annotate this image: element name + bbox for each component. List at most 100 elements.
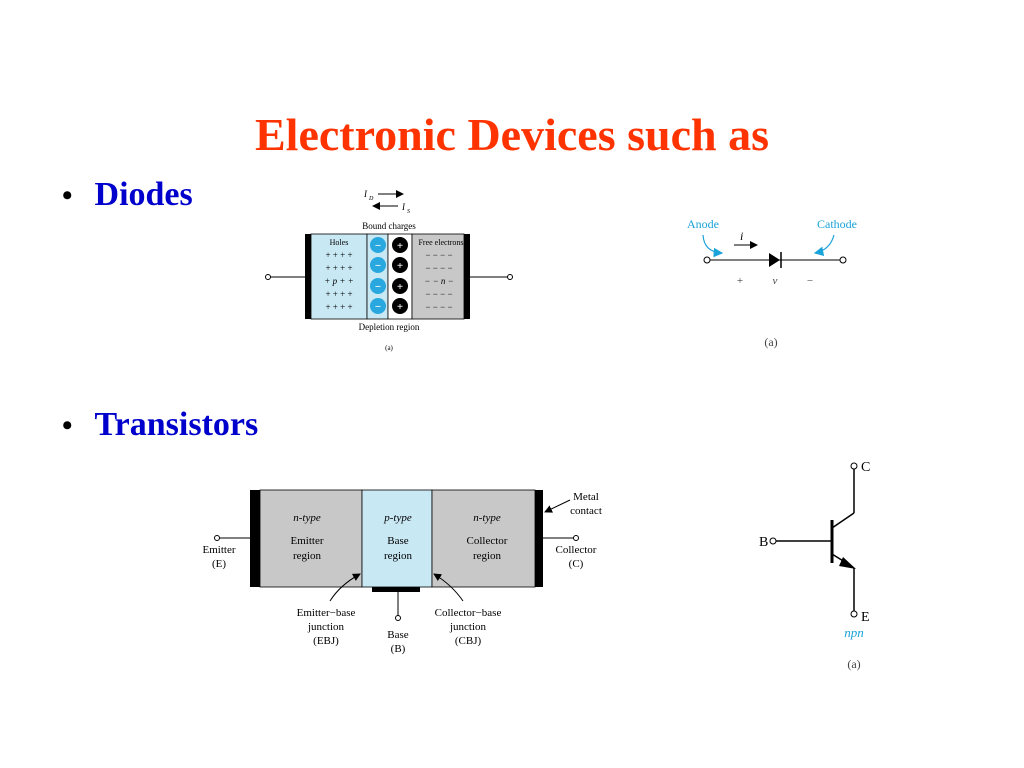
base-terminal-label2: (B) [391, 643, 406, 655]
pn-caption: (a) [385, 344, 393, 352]
base-region-label: Base [387, 535, 409, 547]
bullet-label: Transistors [94, 406, 259, 443]
plus-sign: + [737, 275, 743, 287]
collector-terminal-label: Collector [556, 544, 597, 556]
pn-junction-diagram: I D I S Bound charges Holes Free electro… [265, 189, 513, 352]
anode-label: Anode [687, 217, 719, 231]
n-row: − − n − [424, 276, 453, 286]
negative-ion [370, 298, 386, 314]
base-terminal [769, 537, 777, 545]
ion-sign: − [375, 281, 381, 293]
base-region [361, 489, 433, 588]
p-row: + + + + [325, 250, 352, 260]
ion-sign: + [397, 240, 403, 252]
anode-terminal [703, 256, 711, 264]
p-row: + + + + [325, 289, 352, 299]
cbj-label: Collector−base [435, 607, 502, 619]
base-metal-contact [372, 587, 420, 592]
p-row: + + + + [325, 263, 352, 273]
positive-ions: + + + + [392, 237, 408, 314]
cbj-label2: junction [449, 621, 487, 633]
emitter-terminal-label2: (E) [212, 558, 226, 570]
negative-ions: − − − − [370, 237, 386, 314]
emitter-region [259, 489, 363, 588]
npn-label: npn [844, 625, 864, 640]
positive-ion [392, 278, 408, 294]
holes-label: Holes [330, 238, 349, 247]
depletion-region-label: Depletion region [359, 322, 420, 332]
n-row: − − − − [425, 302, 452, 312]
collector-region-label: Collector [467, 535, 508, 547]
ebj-label3: (EBJ) [313, 635, 339, 647]
positive-ion [392, 237, 408, 253]
svg-text:I: I [401, 202, 406, 212]
ion-sign: + [397, 281, 403, 293]
negative-ion [370, 257, 386, 273]
negative-ion [370, 237, 386, 253]
collector-metal-contact [535, 490, 543, 587]
slide-title: Electronic Devices such as [254, 109, 770, 160]
cathode-pointer [813, 234, 835, 257]
emitter-terminal-label: Emitter [203, 544, 236, 556]
collector-terminal [850, 462, 858, 470]
collector-terminal-label2: (C) [569, 558, 584, 570]
voltage-label: v [773, 275, 778, 287]
ebj-pointer [329, 573, 361, 602]
emitter-region-label2: region [293, 550, 322, 562]
collector-diagonal [831, 512, 855, 529]
bullet-dot: • [62, 409, 73, 442]
bjt-structure-diagram: n-type Emitter region p-type Base region… [203, 489, 602, 655]
positive-ion [392, 298, 408, 314]
ion-sign: − [375, 301, 381, 313]
ion-sign: + [397, 301, 403, 313]
current-is-label: I S [401, 202, 410, 215]
left-metal-contact [305, 234, 311, 319]
emitter-type-label: n-type [293, 512, 321, 524]
base-type-label: p-type [383, 512, 412, 524]
collector-terminal [573, 535, 579, 541]
base-label: B [759, 535, 768, 550]
bullet-dot: • [62, 179, 73, 212]
right-terminal [507, 274, 513, 280]
ion-sign: + [397, 260, 403, 272]
metal-contact-pointer [544, 499, 571, 513]
n-row: − − − − [425, 263, 452, 273]
svg-text:I: I [363, 189, 368, 199]
ebj-label2: junction [307, 621, 345, 633]
diode-triangle [769, 253, 780, 267]
base-region-label2: region [384, 550, 413, 562]
diode-symbol-diagram: Anode Cathode i + v − (a) [687, 217, 857, 349]
anode-pointer [702, 234, 724, 258]
p-row: + + + + [325, 302, 352, 312]
collector-region-label2: region [473, 550, 502, 562]
bjt-symbol-diagram: C B E npn (a) [759, 460, 870, 671]
ebj-label: Emitter−base [297, 607, 356, 619]
base-terminal [395, 615, 401, 621]
svg-text:S: S [407, 209, 410, 215]
n-row: − − − − [425, 289, 452, 299]
bjt-caption: (a) [847, 657, 860, 671]
n-region-charges: − − − − − − − − − − n − − − − − − − − − [424, 250, 453, 312]
bullet-diodes: •Diodes [62, 176, 193, 214]
metal-contact-label: Metal [573, 491, 599, 503]
emitter-terminal [850, 610, 858, 618]
base-terminal-label: Base [387, 629, 409, 641]
free-electrons-label: Free electrons [418, 238, 463, 247]
bound-charges-label: Bound charges [362, 221, 416, 231]
collector-label: C [861, 460, 870, 475]
p-region-charges: + + + + + + + + + p + + + + + + + + + + [324, 250, 353, 312]
cathode-label: Cathode [817, 217, 857, 231]
diode-caption: (a) [764, 335, 777, 349]
cbj-label3: (CBJ) [455, 635, 482, 647]
right-metal-contact [464, 234, 470, 319]
negative-ion [370, 278, 386, 294]
p-row: + p + + [324, 276, 353, 286]
emitter-label: E [861, 610, 870, 625]
n-row: − − − − [425, 250, 452, 260]
emitter-terminal [214, 535, 220, 541]
cbj-pointer [433, 573, 464, 602]
svg-text:D: D [368, 196, 374, 202]
metal-contact-label2: contact [570, 505, 602, 517]
ion-sign: − [375, 260, 381, 272]
